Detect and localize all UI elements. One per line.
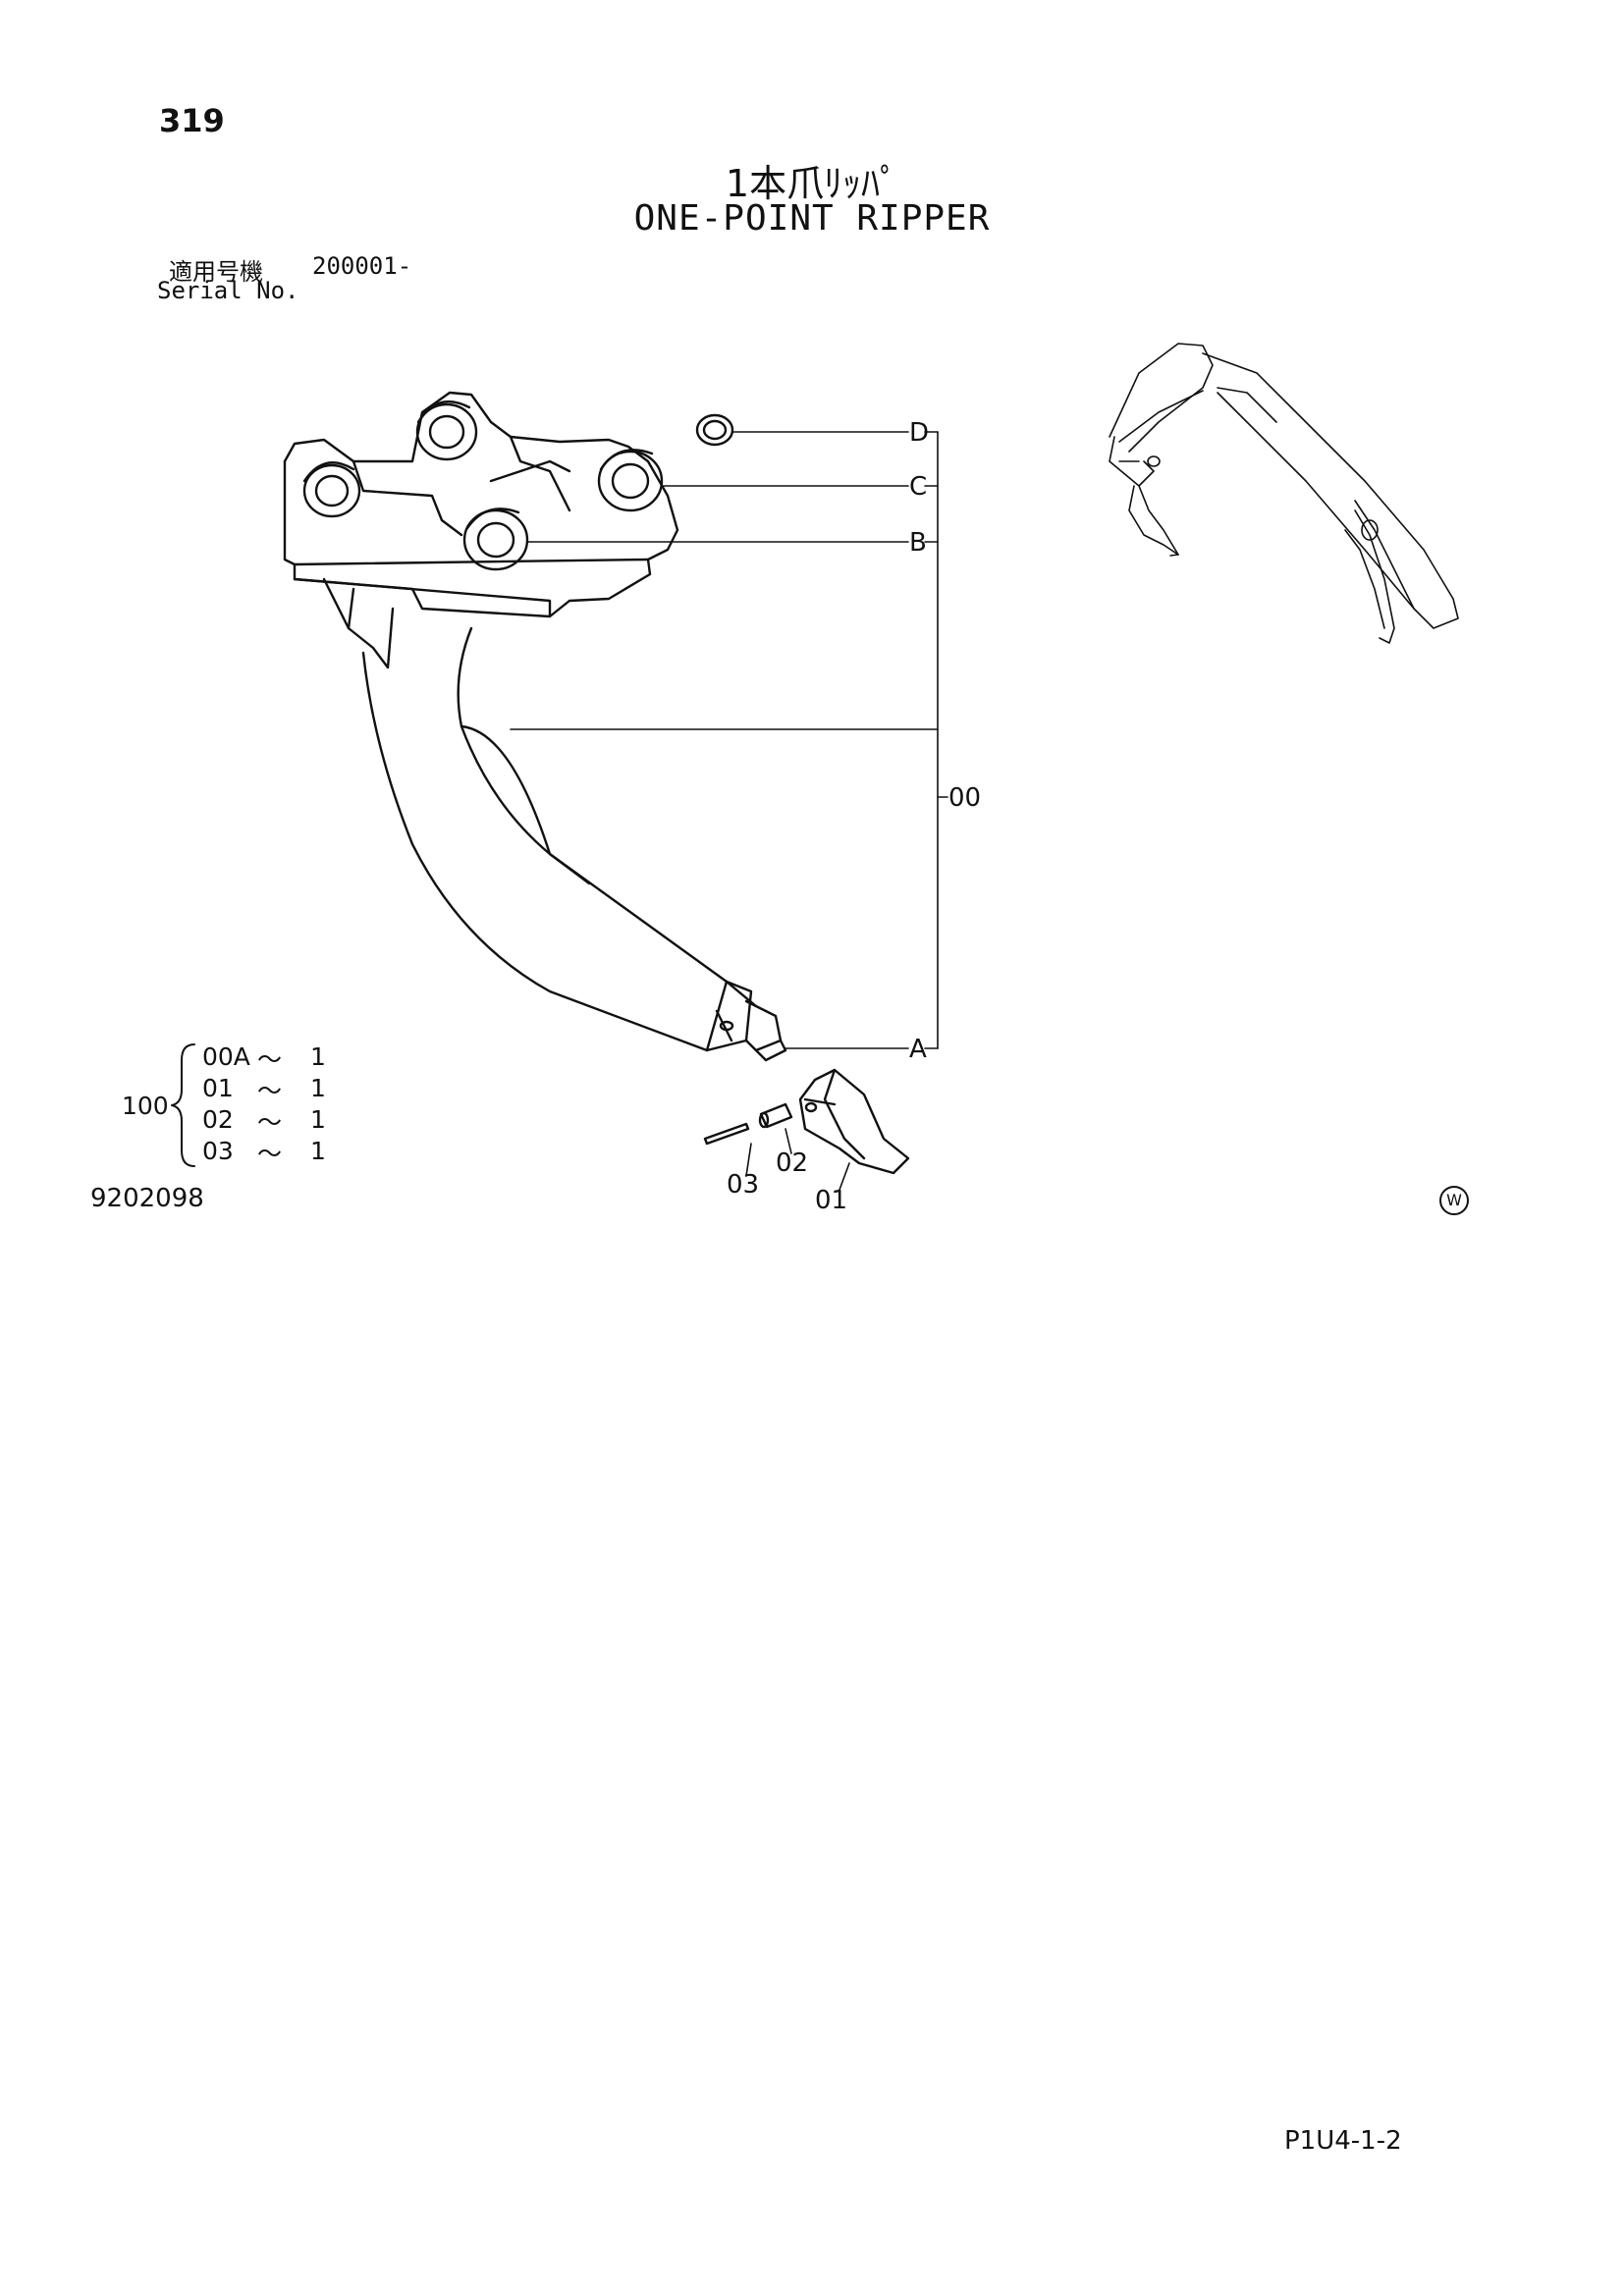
quantity-row-sep: ～	[257, 1045, 283, 1074]
callout-b: B	[909, 528, 927, 558]
quantity-row-qty: 1	[310, 1105, 326, 1134]
quantity-row-part: 01	[202, 1074, 234, 1102]
callout-assembly: 00	[948, 783, 982, 813]
quantity-row-sep: ～	[257, 1077, 283, 1105]
quantity-row-qty: 1	[310, 1042, 326, 1071]
ripper-shank	[361, 626, 787, 1062]
title-japanese: 1本爪ﾘｯﾊﾟ	[725, 162, 899, 205]
page-code: P1U4-1-2	[1284, 2126, 1402, 2156]
leader-lines	[510, 431, 948, 1191]
quantity-row-part: 03	[202, 1137, 234, 1165]
quantity-row-part: 00A	[202, 1042, 250, 1071]
serial-label-english: Serial No.	[157, 277, 299, 304]
w-circle-mark: W	[1439, 1186, 1469, 1215]
callout-part-01: 01	[815, 1186, 848, 1215]
title-english: ONE-POINT RIPPER	[633, 198, 991, 239]
quantity-row-part: 02	[202, 1105, 234, 1134]
quantity-brace	[171, 1043, 195, 1167]
callout-part-03: 03	[727, 1170, 760, 1200]
callout-part-02: 02	[776, 1148, 809, 1178]
quantity-group: 100	[122, 1092, 169, 1120]
ripper-bracket	[283, 391, 679, 669]
page-number: 319	[159, 102, 225, 139]
quantity-row-qty: 1	[310, 1137, 326, 1165]
pin-bosses	[302, 400, 734, 571]
quantity-row-sep: ～	[257, 1108, 283, 1137]
figure-number: 9202098	[90, 1184, 204, 1213]
quantity-row-qty: 1	[310, 1074, 326, 1102]
excavator-locator-sketch	[1109, 343, 1459, 644]
callout-a: A	[909, 1035, 927, 1064]
serial-value: 200001-	[312, 252, 412, 280]
serial-label-japanese: 適用号機	[169, 258, 263, 286]
ripper-tooth-parts	[703, 1068, 910, 1175]
callout-d: D	[909, 418, 930, 448]
quantity-row-sep: ～	[257, 1140, 283, 1168]
callout-c: C	[909, 472, 928, 502]
